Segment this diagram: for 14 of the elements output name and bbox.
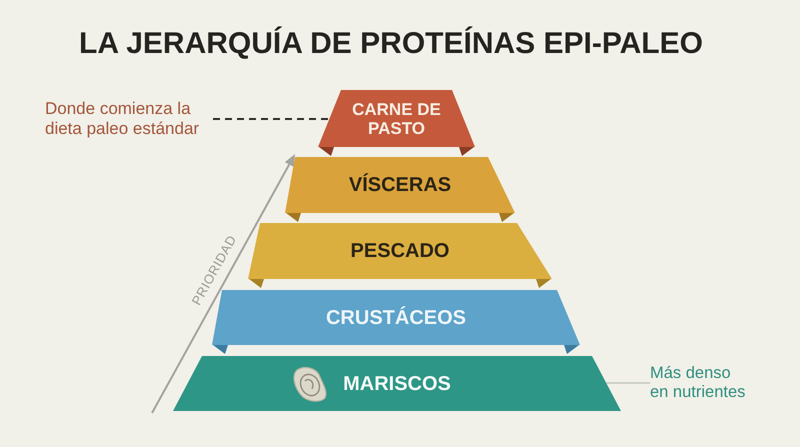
tier-label: PESCADO — [350, 240, 450, 262]
tier-label: MARISCOS — [343, 372, 451, 395]
tier-label: CARNE DE PASTO — [351, 99, 442, 138]
title: LA JERARQUÍA DE PROTEÍNAS EPI-PALEO — [79, 28, 703, 60]
tier-label: VÍSCERAS — [348, 174, 452, 196]
pyramid-tier — [285, 157, 515, 222]
annotation-note: Más denso en nutrientes — [650, 364, 750, 402]
leader-line — [213, 118, 330, 120]
pyramid-tier — [248, 223, 552, 288]
annotation-note: Donde comienza la dieta paleo estándar — [45, 99, 213, 139]
leader-line — [606, 382, 650, 384]
tier-label: CRUSTÁCEOS — [326, 306, 466, 329]
pyramid-tier — [173, 356, 621, 411]
pyramid-tier — [318, 90, 475, 156]
